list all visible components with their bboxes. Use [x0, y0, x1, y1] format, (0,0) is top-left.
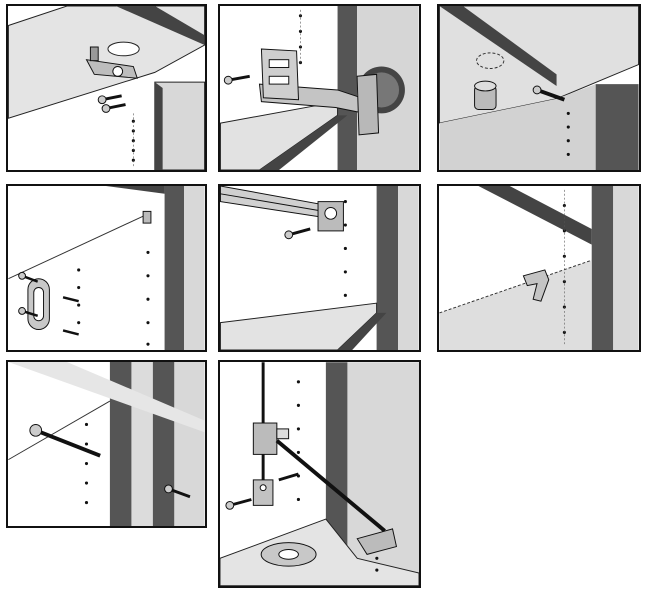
panel-connector-bolt: [6, 360, 207, 528]
panel-flap-stay: [218, 360, 421, 588]
panel-drawer-runner: [218, 184, 421, 352]
panel-oval-bracket: [6, 184, 207, 352]
connector-fitting-illustration: [8, 6, 205, 170]
concealed-hinge-illustration: [220, 6, 419, 170]
cam-lock-illustration: [439, 6, 639, 170]
panel-cam-lock: [437, 4, 641, 172]
flap-stay-illustration: [220, 362, 419, 586]
connector-bolt-illustration: [8, 362, 205, 526]
panel-concealed-hinge: [218, 4, 421, 172]
oval-bracket-illustration: [8, 186, 205, 350]
shelf-support-illustration: [439, 186, 639, 350]
panel-shelf-support: [437, 184, 641, 352]
drawer-runner-illustration: [220, 186, 419, 350]
panel-connector-fitting: [6, 4, 207, 172]
